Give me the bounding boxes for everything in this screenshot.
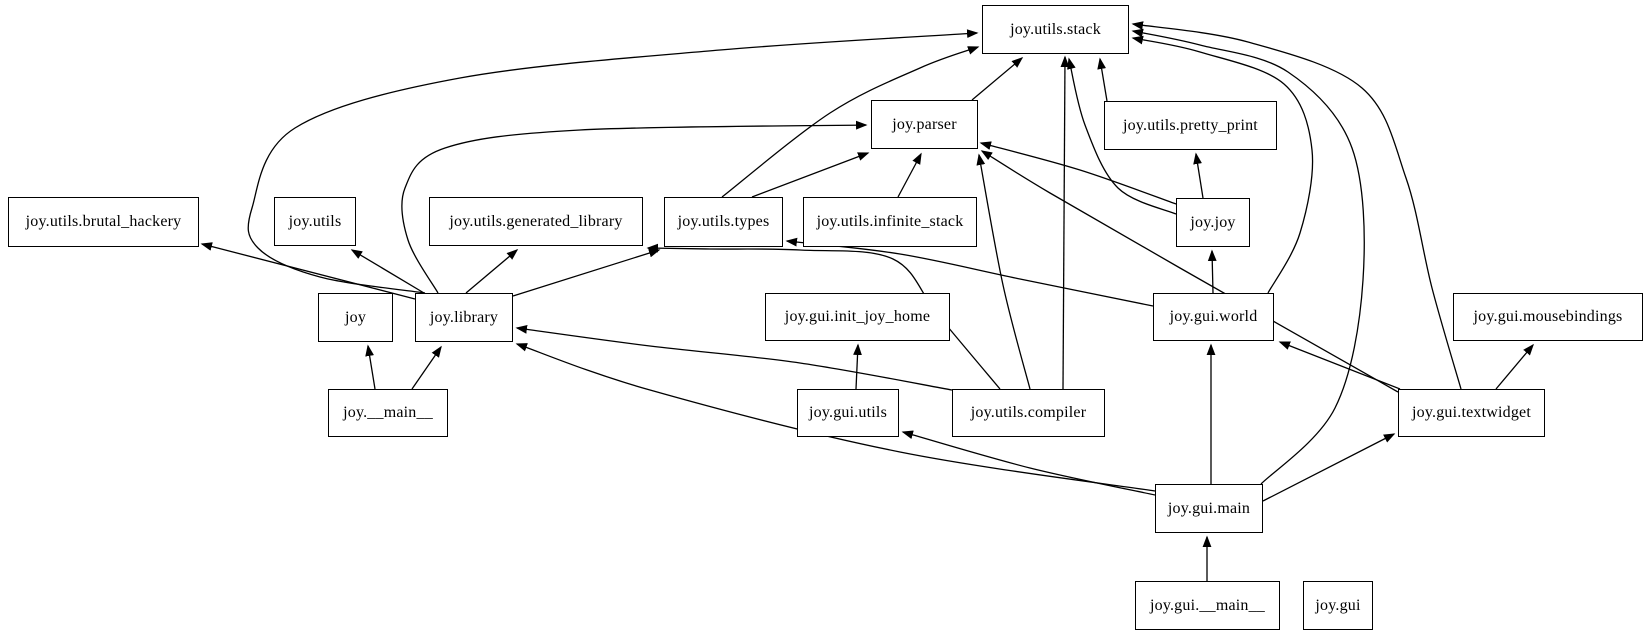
edge-joy.gui.world-to-joy.utils.stack bbox=[1131, 35, 1314, 294]
node-joy-utils-generated-library: joy.utils.generated_library bbox=[429, 197, 643, 246]
node-joy-utils-types: joy.utils.types bbox=[664, 197, 783, 247]
node-joy-main: joy.__main__ bbox=[328, 389, 448, 437]
node-joy-utils-infinite-stack: joy.utils.infinite_stack bbox=[803, 197, 977, 247]
node-joy-library: joy.library bbox=[415, 293, 513, 342]
edge-joy.utils.types-to-joy.parser bbox=[751, 152, 870, 198]
edge-joy.gui.textwidget-to-joy.parser bbox=[980, 150, 1399, 393]
edge-joy.__main__-to-joy bbox=[365, 344, 376, 390]
edge-joy.utils.types-to-joy.utils.stack bbox=[721, 46, 980, 198]
edge-joy.gui.main-to-joy.gui.utils bbox=[901, 430, 1156, 496]
edge-joy.gui.main-to-joy.gui.textwidget bbox=[1262, 433, 1396, 502]
node-joy-gui-utils: joy.gui.utils bbox=[797, 389, 899, 437]
node-joy-parser: joy.parser bbox=[871, 100, 978, 149]
node-joy-gui-init-joy-home: joy.gui.init_joy_home bbox=[765, 293, 950, 341]
node-joy-utils-brutal-hackery: joy.utils.brutal_hackery bbox=[8, 197, 199, 247]
edge-joy.gui.textwidget-to-joy.utils.stack bbox=[1131, 21, 1462, 390]
edge-joy.utils.infinite_stack-to-joy.parser bbox=[897, 152, 922, 198]
edge-joy.utils.pretty_print-to-joy.utils.stack bbox=[1097, 57, 1108, 102]
edge-joy.utils.compiler-to-joy.parser bbox=[976, 153, 1031, 390]
edge-joy.gui.textwidget-to-joy.gui.mousebindings bbox=[1495, 343, 1534, 390]
node-joy-utils-stack: joy.utils.stack bbox=[982, 5, 1129, 54]
edge-joy.library-to-joy.utils.stack bbox=[247, 29, 979, 294]
edge-joy.library-to-joy.utils.generated_library bbox=[465, 249, 519, 294]
edge-joy.library-to-joy.parser bbox=[401, 120, 868, 294]
edge-joy.__main__-to-joy.library bbox=[411, 345, 442, 390]
edge-joy.library-to-joy.utils.types bbox=[512, 248, 661, 297]
node-joy-utils: joy.utils bbox=[274, 197, 356, 246]
node-joy-utils-compiler: joy.utils.compiler bbox=[952, 389, 1105, 437]
node-joy-gui-textwidget: joy.gui.textwidget bbox=[1398, 389, 1545, 437]
edge-joy.joy-to-joy.utils.stack bbox=[1067, 57, 1177, 215]
node-joy-gui-main: joy.gui.__main__ bbox=[1135, 581, 1280, 630]
edge-joy.joy-to-joy.utils.pretty_print bbox=[1193, 152, 1204, 199]
edge-joy.joy-to-joy.parser bbox=[979, 141, 1177, 205]
node-joy-joy: joy.joy bbox=[1176, 198, 1250, 247]
edge-joy.gui.textwidget-to-joy.gui.world bbox=[1278, 341, 1401, 390]
edge-joy.library-to-joy.utils.brutal_hackery bbox=[200, 242, 416, 300]
edge-joy.parser-to-joy.utils.stack bbox=[971, 57, 1024, 101]
node-joy-gui-main: joy.gui.main bbox=[1155, 484, 1263, 533]
edge-joy.utils.compiler-to-joy.library bbox=[515, 324, 953, 391]
edge-joy.gui.utils-to-joy.gui.init_joy_home bbox=[853, 343, 862, 390]
node-joy-utils-pretty-print: joy.utils.pretty_print bbox=[1104, 101, 1277, 150]
node-joy-gui-mousebindings: joy.gui.mousebindings bbox=[1453, 293, 1643, 341]
edge-joy.utils.compiler-to-joy.utils.stack bbox=[1060, 55, 1070, 390]
edge-joy.library-to-joy.utils bbox=[350, 249, 425, 294]
node-joy: joy bbox=[318, 293, 393, 342]
node-joy-gui-world: joy.gui.world bbox=[1153, 293, 1274, 341]
edge-joy.gui.main-to-joy.utils.stack bbox=[1131, 28, 1365, 485]
node-joy-gui: joy.gui bbox=[1303, 581, 1373, 630]
